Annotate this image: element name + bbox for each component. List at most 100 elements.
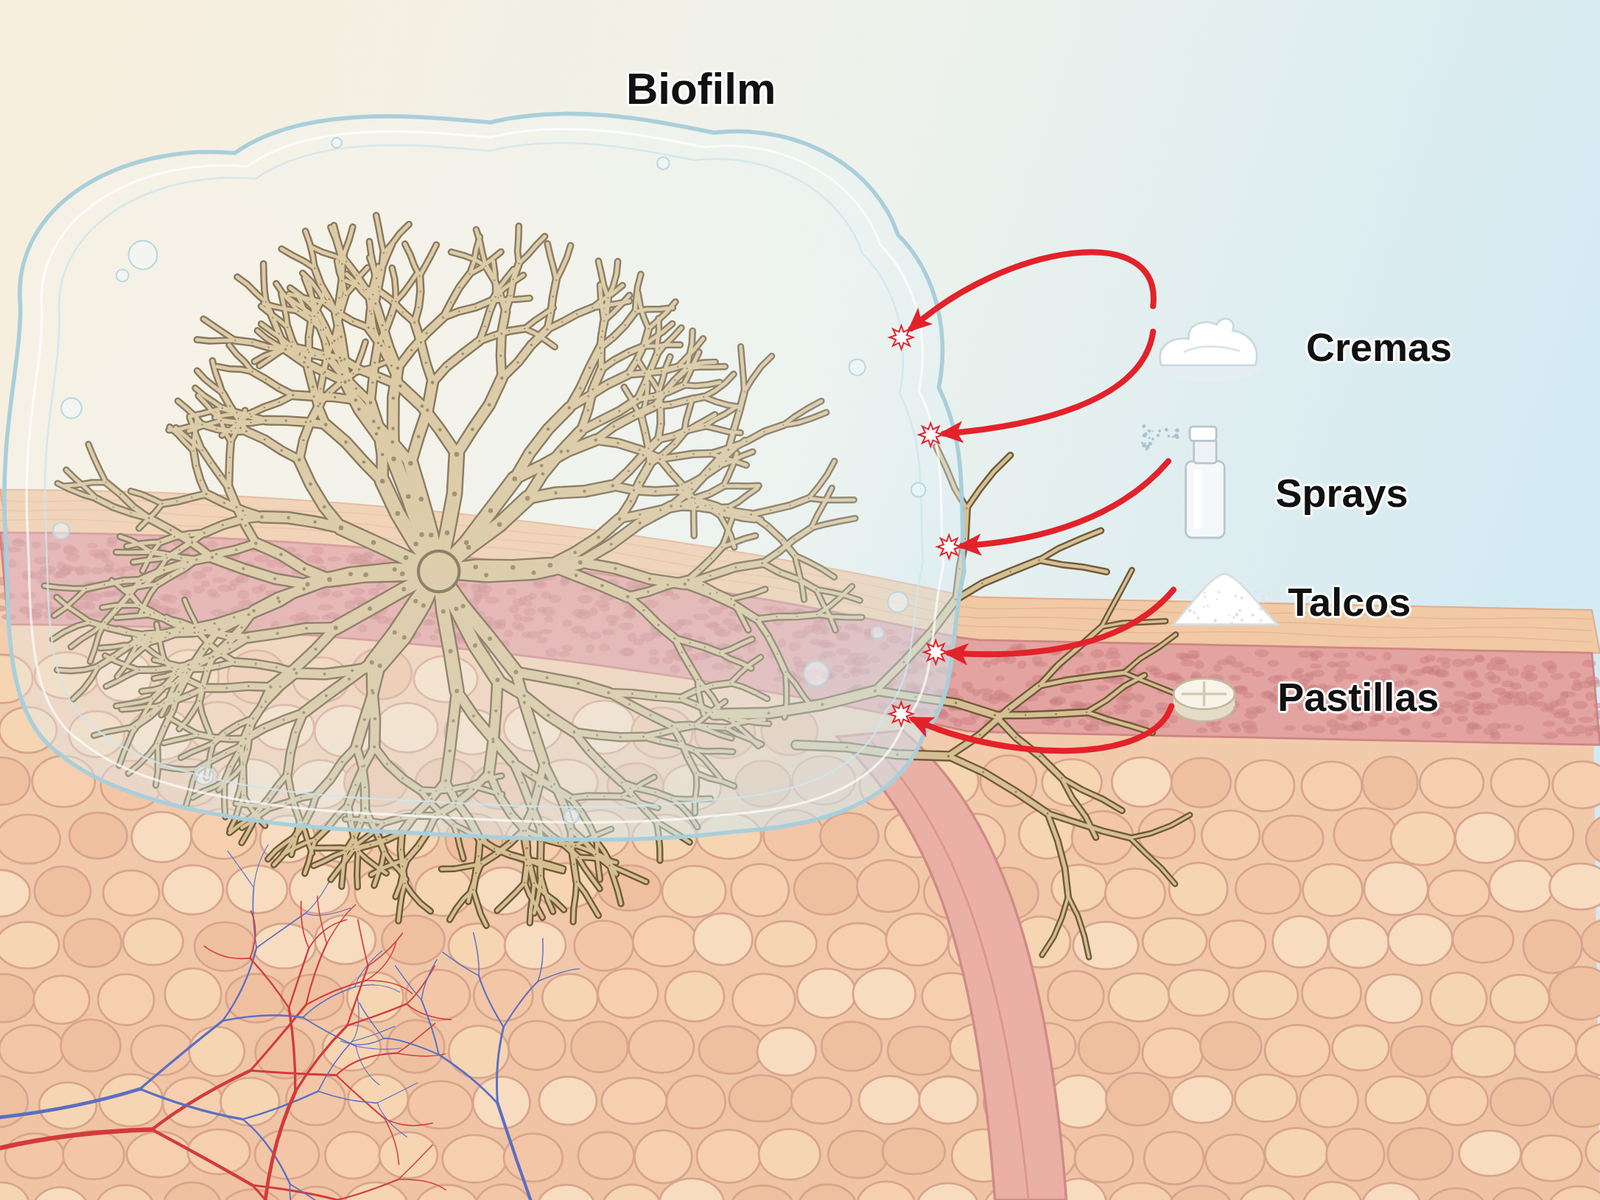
skin-cell bbox=[1235, 864, 1301, 915]
illustration-part bbox=[1367, 719, 1380, 727]
blood-vessel bbox=[442, 952, 479, 976]
blood-vessel bbox=[421, 999, 440, 1055]
illustration-part bbox=[1568, 671, 1581, 680]
blood-vessel bbox=[305, 876, 333, 914]
skin-cell bbox=[346, 972, 403, 1023]
illustration-part bbox=[1557, 707, 1570, 717]
skin-cell bbox=[827, 923, 890, 970]
illustration-part bbox=[1242, 692, 1255, 699]
blood-vessel bbox=[337, 1179, 399, 1200]
skin-cell bbox=[1205, 1134, 1265, 1184]
skin-cell bbox=[1233, 970, 1298, 1019]
skin-cell bbox=[408, 1081, 473, 1130]
illustration-part bbox=[1196, 727, 1209, 734]
illustration-part bbox=[1542, 660, 1558, 670]
skin-cell bbox=[729, 1075, 794, 1122]
illustration-part bbox=[1543, 732, 1559, 739]
skin-cell bbox=[220, 1077, 280, 1126]
skin-cell bbox=[1237, 1186, 1298, 1200]
skin-cell bbox=[1521, 1135, 1582, 1181]
skin-cell bbox=[472, 1076, 530, 1129]
skin-cell bbox=[1425, 1188, 1487, 1200]
illustration-part bbox=[1086, 712, 1153, 733]
blood-vessel bbox=[151, 1129, 252, 1185]
skin-cell bbox=[1455, 812, 1517, 863]
illustration-part bbox=[1544, 703, 1556, 711]
blood-vessel bbox=[318, 1090, 378, 1103]
skin-cell bbox=[1104, 868, 1165, 918]
blood-vessel bbox=[398, 1179, 446, 1190]
blood-vessel bbox=[377, 1082, 418, 1103]
skin-cell bbox=[0, 869, 31, 918]
skin-cell bbox=[33, 976, 90, 1024]
skin-cell bbox=[1430, 972, 1487, 1026]
illustration-part bbox=[1225, 655, 1237, 665]
skin-cell bbox=[61, 1019, 121, 1072]
skin-cell bbox=[1171, 1076, 1233, 1123]
skin-fold bbox=[836, 730, 1067, 1200]
illustration-part bbox=[1427, 669, 1441, 676]
skin-cell bbox=[1514, 1025, 1577, 1073]
illustration-part bbox=[1336, 668, 1347, 675]
illustration-part bbox=[1584, 676, 1600, 686]
blood-vessel bbox=[394, 965, 422, 1000]
skin-cell bbox=[1171, 758, 1231, 808]
skin-cell bbox=[794, 863, 859, 915]
illustration-part bbox=[1439, 701, 1454, 708]
skin-cell bbox=[315, 915, 376, 965]
illustration-part bbox=[1457, 716, 1469, 722]
skin-cell bbox=[659, 1178, 725, 1200]
illustration-part bbox=[1582, 659, 1597, 668]
illustration-part bbox=[1069, 700, 1085, 710]
skin-cell bbox=[730, 1185, 795, 1200]
blood-vessel bbox=[346, 965, 368, 1026]
skin-cell bbox=[475, 1184, 532, 1200]
illustration-part bbox=[1527, 690, 1545, 700]
illustration-part bbox=[1139, 709, 1153, 719]
illustration-part bbox=[1572, 700, 1588, 709]
blood-vessel bbox=[0, 1129, 152, 1148]
skin-cell bbox=[0, 1025, 65, 1074]
illustration-part bbox=[1302, 724, 1314, 731]
skin-cell bbox=[343, 1182, 409, 1200]
skin-cell bbox=[1334, 808, 1397, 861]
blood-vessel bbox=[496, 1026, 504, 1104]
illustration-part bbox=[1524, 672, 1538, 682]
blood-vessel bbox=[341, 1038, 384, 1046]
blood-vessel bbox=[288, 948, 309, 1008]
illustration-part bbox=[1068, 896, 1089, 957]
skin-cell bbox=[1108, 973, 1170, 1021]
skin-cell bbox=[827, 1130, 889, 1178]
skin-cell bbox=[693, 913, 753, 966]
skin-cell bbox=[1387, 914, 1453, 966]
illustration-part bbox=[1069, 684, 1083, 690]
skin-cell bbox=[1361, 1183, 1421, 1200]
skin-cell bbox=[252, 923, 316, 969]
illustration-part bbox=[1542, 721, 1556, 728]
illustration-part bbox=[1351, 720, 1364, 730]
skin-cell bbox=[1362, 756, 1419, 809]
skin-cell bbox=[254, 1130, 319, 1179]
skin-cell bbox=[1365, 974, 1422, 1024]
skin-cell bbox=[1325, 1128, 1385, 1181]
blood-vessel bbox=[256, 912, 306, 948]
illustration-part bbox=[1452, 690, 1467, 697]
illustration-part bbox=[1471, 680, 1484, 689]
skin-cell bbox=[1581, 918, 1600, 965]
skin-cell bbox=[194, 922, 256, 971]
illustration-part bbox=[1009, 643, 1023, 651]
blood-vessel bbox=[249, 958, 289, 1009]
illustration-part bbox=[1267, 660, 1280, 667]
skin-cell bbox=[732, 973, 795, 1027]
illustration-part bbox=[1538, 681, 1548, 689]
skin-cell bbox=[416, 1184, 479, 1200]
illustration-part bbox=[1096, 661, 1107, 671]
skin-cell bbox=[1364, 861, 1429, 915]
skin-cell bbox=[1549, 863, 1600, 910]
illustration-part bbox=[1194, 660, 1205, 669]
skin-cell bbox=[31, 1187, 90, 1200]
skin-cell bbox=[1235, 760, 1295, 812]
skin-cell bbox=[473, 969, 533, 1021]
illustration-part bbox=[1441, 716, 1453, 725]
